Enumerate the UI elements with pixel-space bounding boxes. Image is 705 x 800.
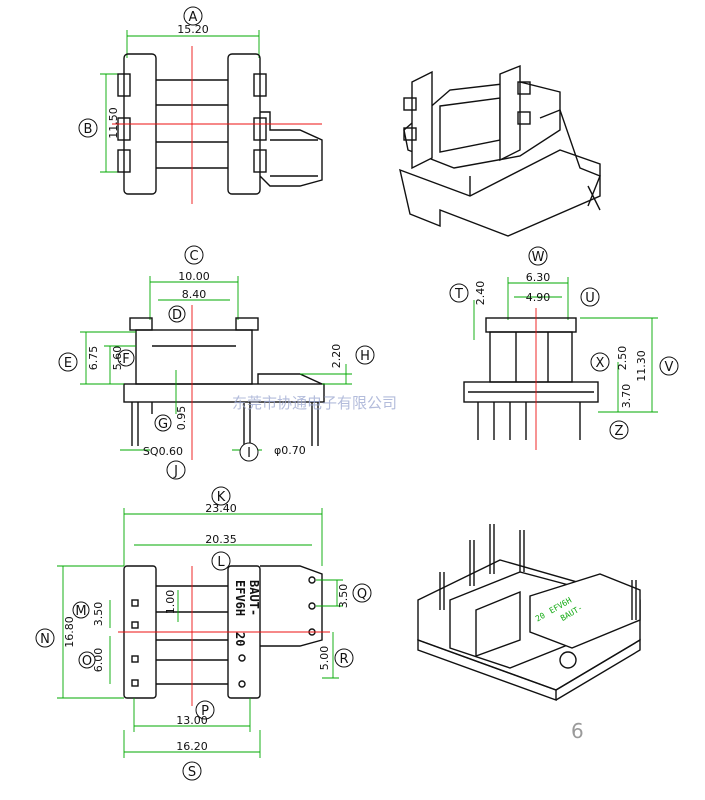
- part-stamp: BAUT- EFV6H 20: [233, 580, 261, 646]
- label-S: S: [188, 765, 196, 780]
- label-J: J: [173, 464, 178, 479]
- isometric-view-top: [399, 64, 601, 237]
- dim-Z: 3.70: [620, 384, 633, 409]
- dim-N: 16.80: [63, 616, 76, 648]
- label-I: I: [247, 446, 251, 461]
- dim-F: 5.60: [111, 346, 124, 371]
- label-N: N: [40, 632, 50, 647]
- page-number: 6: [571, 719, 584, 743]
- label-L: L: [217, 555, 225, 570]
- label-A: A: [189, 10, 198, 25]
- dim-B: 11.50: [107, 107, 120, 139]
- dim-A: 15.20: [177, 23, 209, 36]
- label-O: O: [82, 654, 92, 669]
- label-T: T: [454, 287, 463, 302]
- side-view: W 6.30 4.90 U T 2.40 11.30 V: [449, 246, 679, 450]
- label-B: B: [84, 122, 93, 137]
- label-P: P: [201, 704, 209, 719]
- dim-R: 5.00: [318, 646, 331, 671]
- dim-V: 11.30: [635, 350, 648, 382]
- label-Z: Z: [615, 424, 624, 439]
- stamp-line3: 20: [233, 632, 247, 646]
- top-view: A 15.20 B 11.50: [78, 6, 323, 204]
- label-X: X: [596, 356, 605, 371]
- label-V: V: [665, 360, 674, 375]
- dim-X: 2.50: [616, 346, 629, 371]
- dim-pin-gap: 1.00: [164, 590, 177, 615]
- dim-G: 0.95: [175, 406, 188, 431]
- iso-stamp-line1: 20: [534, 611, 547, 624]
- dim-T: 2.40: [474, 281, 487, 306]
- dim-W: 6.30: [526, 271, 551, 284]
- dim-E: 6.75: [87, 346, 100, 371]
- stamp-line1: BAUT-: [247, 580, 261, 616]
- stamp-line2: EFV6H: [233, 580, 247, 616]
- dim-O: 6.00: [92, 648, 105, 673]
- watermark: 东莞市协通电子有限公司: [232, 394, 397, 412]
- label-G: G: [158, 417, 168, 432]
- label-U: U: [585, 291, 595, 306]
- dim-P: 13.00: [176, 714, 208, 727]
- dim-K: 23.40: [205, 502, 237, 515]
- label-H: H: [360, 349, 370, 364]
- label-Q: Q: [357, 587, 367, 602]
- label-C: C: [189, 249, 198, 264]
- front-view: C 10.00 8.40 D E 6.75 F 5.6: [58, 245, 375, 480]
- isometric-view-bottom: 20 EFV6H BAUT-: [417, 524, 641, 701]
- label-W: W: [532, 250, 545, 265]
- label-F: F: [122, 352, 129, 367]
- label-M: M: [75, 604, 86, 619]
- dim-M: 3.50: [92, 602, 105, 627]
- dim-I: φ0.70: [274, 444, 306, 457]
- dim-C: 10.00: [178, 270, 210, 283]
- bottom-view: K 23.40 20.35 L BAUT- EFV6H 20: [35, 486, 372, 781]
- label-D: D: [172, 308, 182, 323]
- label-E: E: [64, 356, 72, 371]
- dim-J: SQ0.60: [143, 445, 183, 458]
- dim-S: 16.20: [176, 740, 208, 753]
- dim-D: 8.40: [182, 288, 207, 301]
- dim-L: 20.35: [205, 533, 237, 546]
- dim-H: 2.20: [330, 344, 343, 369]
- label-K: K: [217, 490, 226, 505]
- dim-Q: 3.50: [337, 584, 350, 609]
- label-R: R: [339, 652, 348, 667]
- dim-U: 4.90: [526, 291, 551, 304]
